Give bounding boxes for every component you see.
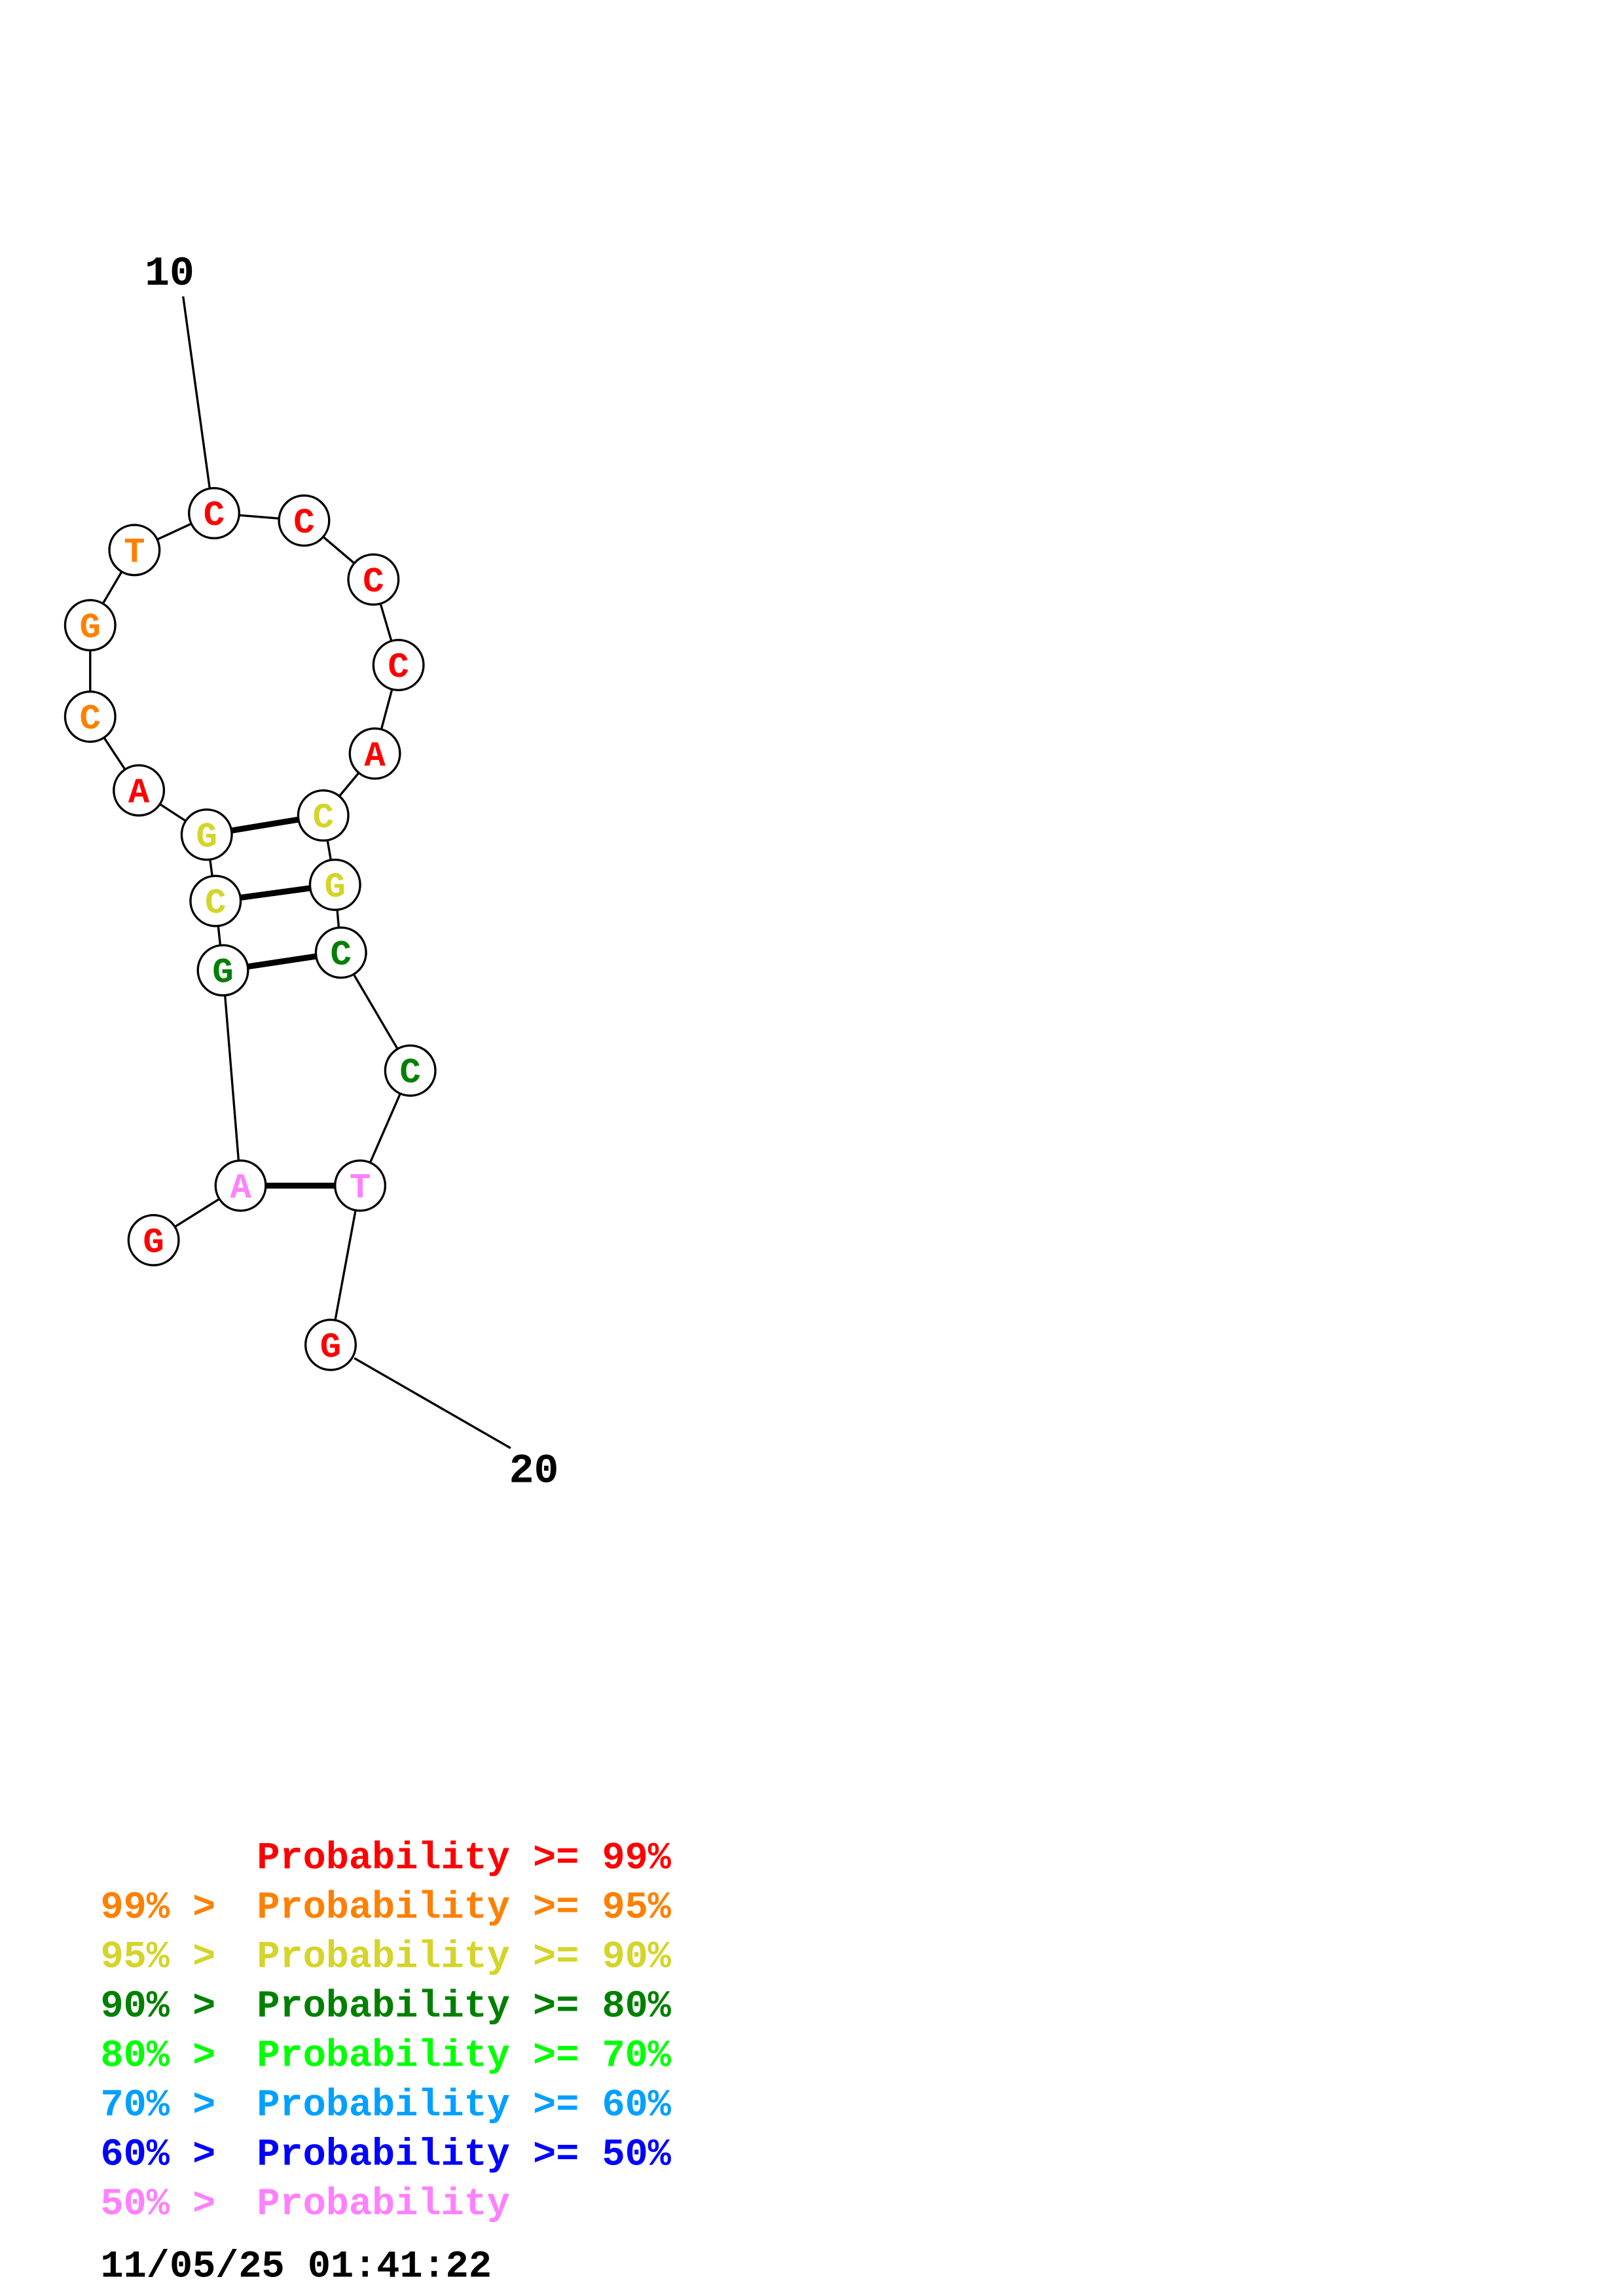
legend-prefix: 60% > [101, 2132, 239, 2176]
nucleotide-7: C [64, 690, 117, 743]
nucleotide-circle [64, 599, 117, 652]
nucleotide-circle [334, 1159, 387, 1212]
nucleotide-circle [188, 487, 241, 540]
nucleotide-base: G [143, 1223, 164, 1263]
legend-entry: 95% > Probability >= 90% [101, 1935, 672, 1979]
position-label-20: 20 [509, 1447, 559, 1494]
label-20-tick [354, 1357, 511, 1449]
nucleotide-6: A [113, 764, 166, 817]
nucleotide-circle [196, 944, 249, 997]
position-label-10: 10 [145, 250, 194, 297]
nucleotide-circle [113, 764, 166, 817]
nucleotide-base: C [80, 700, 101, 740]
timestamp: 11/05/25 01:41:22 [101, 2245, 492, 2289]
legend-text: Probability >= 70% [257, 2034, 671, 2078]
nucleotide-circle [304, 1318, 357, 1371]
legend-entry: 60% > Probability >= 50% [101, 2132, 672, 2176]
legend-entry: 70% > Probability >= 60% [101, 2083, 672, 2127]
legend-text: Probability >= 99% [257, 1837, 671, 1880]
nucleotide-circle [127, 1213, 180, 1266]
nucleotide-circle [347, 553, 400, 606]
nucleotide-base: A [364, 736, 386, 776]
nucleotide-circle [278, 494, 331, 547]
legend-text: Probability >= 90% [257, 1935, 671, 1979]
nucleotide-base: C [363, 562, 384, 602]
nucleotide-11: C [278, 494, 331, 547]
nucleotide-circle [297, 789, 350, 842]
nucleotide-circle [214, 1159, 267, 1212]
nucleotide-9: T [108, 524, 161, 577]
legend-entry: 99% > Probability >= 95% [101, 1886, 672, 1929]
nucleotide-base: G [320, 1328, 341, 1368]
nucleotide-base: C [205, 884, 226, 924]
nucleotide-16: G [308, 858, 361, 911]
nucleotide-base: G [196, 817, 217, 857]
nucleotide-base: T [350, 1168, 371, 1208]
nucleotide-19: T [334, 1159, 387, 1212]
nucleotide-20: G [304, 1318, 357, 1371]
legend-prefix: 50% > [101, 2182, 239, 2226]
legend-prefix: 99% > [101, 1886, 239, 1929]
legend-text: Probability >= 60% [257, 2083, 671, 2127]
nucleotide-circle [64, 690, 117, 743]
nucleotide-base: G [212, 954, 233, 994]
nucleotide-circle [384, 1044, 437, 1097]
nucleotide-5: G [180, 808, 233, 861]
legend-prefix: 90% > [101, 1984, 239, 2028]
nucleotide-base: C [313, 798, 334, 838]
legend-entry: 90% > Probability >= 80% [101, 1984, 672, 2028]
legend-text: Probability >= 50% [257, 2132, 671, 2176]
legend-entry: 80% > Probability >= 70% [101, 2034, 672, 2078]
nucleotide-1: G [127, 1213, 180, 1266]
nucleotide-base: G [325, 868, 346, 908]
legend-entry: Probability >= 99% [257, 1837, 671, 1880]
nucleotide-2: A [214, 1159, 267, 1212]
nucleotide-circle [180, 808, 233, 861]
probability-legend: Probability >= 99% 99% > Probability >= 9… [101, 1837, 672, 2226]
nucleotide-base: C [293, 503, 314, 543]
nucleotide-base: A [230, 1168, 251, 1208]
legend-prefix: 95% > [101, 1935, 239, 1979]
nucleotide-18: C [384, 1044, 437, 1097]
nucleotide-circle [372, 639, 425, 692]
nucleotide-12: C [347, 553, 400, 606]
nucleotide-circle [314, 926, 367, 979]
nucleotide-17: C [314, 926, 367, 979]
nucleotide-base: C [388, 648, 409, 688]
nucleotide-circle [308, 858, 361, 911]
nucleotide-circle [348, 727, 401, 780]
legend-entry: 50% > Probability [101, 2182, 510, 2226]
nucleotide-base: C [204, 496, 225, 536]
nucleotide-10: C [188, 487, 241, 540]
backbone-segment [221, 970, 242, 1186]
nucleotide-circle [189, 874, 242, 927]
nucleotide-3: G [196, 944, 249, 997]
nucleotide-circle [108, 524, 161, 577]
nucleotide-13: C [372, 639, 425, 692]
legend-text: Probability [257, 2182, 510, 2226]
nucleotide-8: G [64, 599, 117, 652]
nucleotide-base: T [124, 533, 145, 573]
nucleotide-base: G [80, 608, 101, 648]
nucleotide-14: A [348, 727, 401, 780]
legend-text: Probability >= 80% [257, 1984, 671, 2028]
nucleotide-base: A [128, 774, 150, 814]
legend-prefix: 80% > [101, 2034, 239, 2078]
label-10-tick [182, 296, 211, 488]
nucleotide-base: C [331, 935, 352, 975]
nucleotide-15: C [297, 789, 350, 842]
legend-text: Probability >= 95% [257, 1886, 671, 1929]
nucleotide-4: C [189, 874, 242, 927]
nucleotide-base: C [399, 1054, 420, 1094]
backbone-segment [329, 1185, 361, 1346]
legend-prefix: 70% > [101, 2083, 239, 2127]
